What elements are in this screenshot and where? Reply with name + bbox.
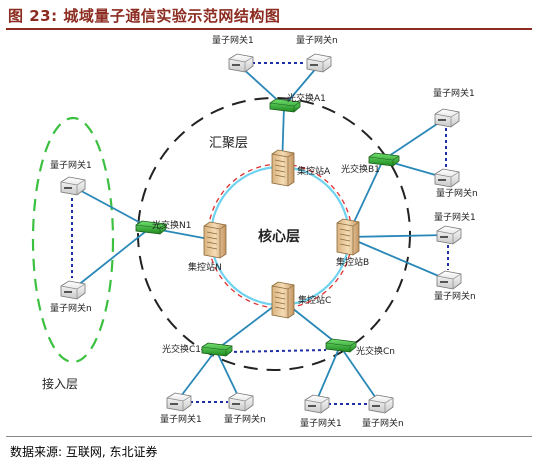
control-station-c-icon [271,281,295,319]
control-station-n-icon [203,221,227,259]
optical-switch-a1-label: 光交换A1 [287,92,326,104]
gateway-b1-1-label: 量子网关1 [433,87,475,99]
gateway-c1-n-label: 量子网关n [224,413,266,425]
gateway-n1-n-icon [60,280,86,300]
aggregation-layer-label: 汇聚层 [209,136,248,151]
source-bar: 数据来源: 互联网, 东北证券 [6,436,532,467]
gateway-cn-1-icon [304,394,330,414]
optical-switch-c1-label: 光交换C1 [162,343,201,355]
control-station-b-icon [336,218,360,256]
optical-switch-n1-label: 光交换N1 [152,219,191,231]
gateway-b1-n-icon [434,168,460,188]
gateway-b1-1-icon [434,108,460,128]
gateway-cn-n-icon [368,394,394,414]
gateway-b-1-label: 量子网关1 [434,211,476,223]
gateway-c1-n-icon [228,392,254,412]
gateway-a1-1-label: 量子网关1 [212,34,254,46]
source-text: 数据来源: 互联网, 东北证券 [10,445,158,459]
gateway-b-n-label: 量子网关n [434,290,476,302]
gateway-b-n-icon [436,270,462,290]
figure-title: 图 23: 城域量子通信实验示范网结构图 [8,7,281,25]
access-ring [31,116,115,364]
gateway-cn-1-label: 量子网关1 [300,417,342,429]
access-layer-label: 接入层 [42,376,78,391]
gateway-b-1-icon [436,225,462,245]
gateway-c1-1-label: 量子网关1 [160,413,202,425]
gateway-c1-1-icon [166,392,192,412]
control-station-a-icon [271,149,295,187]
gateway-cn-n-label: 量子网关n [362,417,404,429]
gateway-n1-1-label: 量子网关1 [50,159,92,171]
control-station-a-label: 集控站A [297,165,331,177]
control-station-c-label: 集控站C [298,294,331,306]
gateway-n1-n-label: 量子网关n [50,302,92,314]
optical-switch-cn-label: 光交换Cn [356,345,395,357]
optical-switch-cn-icon [325,338,357,353]
gateway-a1-1-icon [228,53,254,73]
title-bar: 图 23: 城域量子通信实验示范网结构图 [6,4,532,30]
gateway-b1-n-label: 量子网关n [436,187,478,199]
control-station-b-label: 集控站B [336,256,369,268]
optical-switch-c1-icon [201,342,233,357]
gateway-a1-n-icon [306,53,332,73]
aggregation-ring [137,97,411,371]
gateway-a1-n-label: 量子网关n [296,34,338,46]
optical-switch-b1-label: 光交换B1 [341,163,380,175]
core-layer-label: 核心层 [258,228,300,245]
gateway-n1-1-icon [60,176,86,196]
gateway-dotted-links [71,62,449,405]
control-station-n-label: 集控站N [188,261,222,273]
